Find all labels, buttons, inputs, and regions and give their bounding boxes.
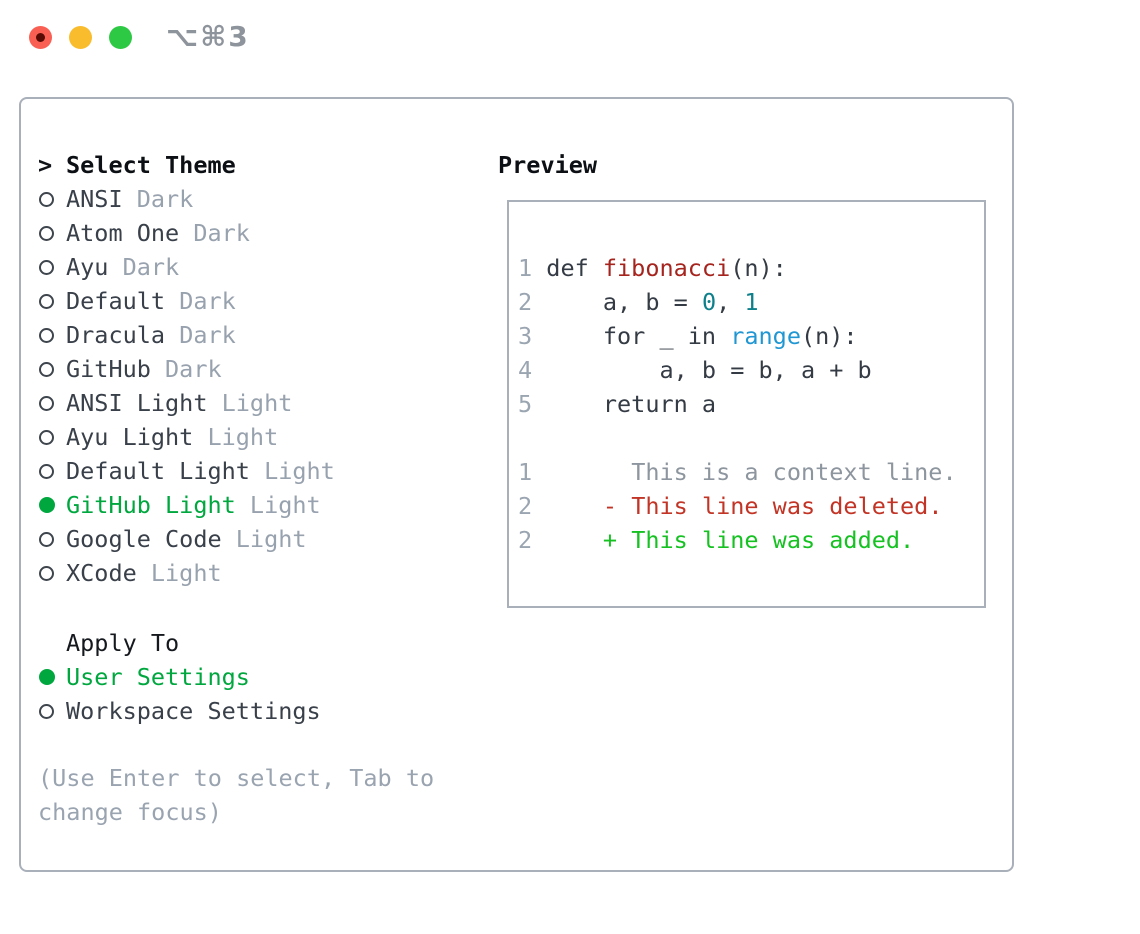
radio-icon (39, 191, 54, 207)
theme-name: ANSI (66, 185, 123, 213)
theme-name: ANSI Light (66, 389, 208, 417)
radio-icon (39, 361, 54, 377)
theme-variant-badge: Dark (179, 321, 236, 349)
code-line: 1 def fibonacci(n): (518, 254, 787, 282)
theme-name: XCode (66, 559, 137, 587)
theme-name: GitHub (66, 355, 151, 383)
theme-option-ayu-light[interactable]: Ayu Light Light (38, 420, 434, 454)
theme-option-default-dark[interactable]: Default Dark (38, 284, 434, 318)
radio-icon (39, 703, 54, 719)
radio-icon (39, 429, 54, 445)
code-line: 1 This is a context line. (518, 458, 957, 486)
theme-option-dracula-dark[interactable]: Dracula Dark (38, 318, 434, 352)
radio-icon (39, 225, 54, 241)
theme-picker-window: > Select Theme ANSI Dark Atom One Dark A… (19, 97, 1014, 872)
theme-option-ansi-dark[interactable]: ANSI Dark (38, 182, 434, 216)
titlebar: ⌥⌘3 (0, 0, 1140, 74)
theme-variant-badge: Light (207, 423, 279, 451)
theme-name: Ayu (66, 253, 109, 281)
theme-name: Default (66, 287, 166, 315)
radio-icon (39, 497, 55, 513)
code-line: 4 a, b = b, a + b (518, 356, 872, 384)
preview-pane: 1 def fibonacci(n): 2 a, b = 0, 1 3 for _ … (507, 200, 986, 608)
theme-variant-badge: Dark (179, 287, 236, 315)
keyboard-hint: (Use Enter to select, Tab to change focu… (38, 764, 435, 826)
code-line: 2 - This line was deleted. (518, 492, 943, 520)
preview-code: 1 def fibonacci(n): 2 a, b = 0, 1 3 for _ … (518, 251, 957, 557)
theme-name: Dracula (66, 321, 166, 349)
theme-name: Google Code (66, 525, 222, 553)
apply-option-label: User Settings (66, 663, 250, 691)
radio-icon (39, 259, 54, 275)
prompt-caret-icon: > (38, 151, 53, 179)
picker-header: > Select Theme (38, 148, 434, 182)
theme-name: GitHub Light (66, 491, 236, 519)
theme-variant-badge: Dark (122, 253, 180, 281)
code-line: 2 + This line was added. (518, 526, 915, 554)
code-line (518, 421, 957, 455)
theme-list: > Select Theme ANSI Dark Atom One Dark A… (38, 148, 434, 829)
close-button[interactable] (29, 26, 52, 49)
code-line: 3 for _ in range(n): (518, 322, 858, 350)
theme-variant-badge: Light (264, 457, 335, 485)
theme-variant-badge: Light (150, 559, 222, 587)
theme-variant-badge: Light (235, 525, 307, 553)
theme-variant-badge: Dark (165, 355, 222, 383)
radio-icon (39, 293, 54, 309)
apply-to-header: Apply To (38, 626, 434, 660)
radio-icon (39, 395, 54, 411)
apply-option-label: Workspace Settings (66, 697, 321, 725)
apply-option-workspace-settings[interactable]: Workspace Settings (38, 694, 434, 728)
radio-icon (39, 531, 54, 547)
code-line: 5 return a (518, 390, 717, 418)
modified-indicator-dot-icon (36, 33, 45, 42)
radio-icon (39, 463, 54, 479)
code-line: 2 a, b = 0, 1 (518, 288, 759, 316)
theme-option-atom-one-dark[interactable]: Atom One Dark (38, 216, 434, 250)
theme-name: Atom One (66, 219, 180, 247)
zoom-button[interactable] (109, 26, 132, 49)
theme-variant-badge: Light (221, 389, 293, 417)
picker-title: Select Theme (66, 151, 236, 179)
theme-name: Default Light (66, 457, 250, 485)
minimize-button[interactable] (69, 26, 92, 49)
theme-variant-badge: Dark (136, 185, 194, 213)
radio-icon (39, 669, 55, 685)
theme-option-google-code-light[interactable]: Google Code Light (38, 522, 434, 556)
apply-to-title: Apply To (66, 629, 180, 657)
radio-icon (39, 565, 54, 581)
theme-option-xcode-light[interactable]: XCode Light (38, 556, 434, 590)
theme-variant-badge: Dark (193, 219, 250, 247)
preview-title: Preview (498, 151, 598, 179)
window-shortcut-label: ⌥⌘3 (166, 20, 250, 53)
radio-icon (39, 327, 54, 343)
section-gap (38, 728, 434, 761)
theme-option-default-light[interactable]: Default Light Light (38, 454, 434, 488)
theme-option-ansi-light[interactable]: ANSI Light Light (38, 386, 434, 420)
section-gap (38, 590, 434, 626)
theme-option-github-light[interactable]: GitHub Light Light (38, 488, 434, 522)
apply-option-user-settings[interactable]: User Settings (38, 660, 434, 694)
theme-name: Ayu Light (66, 423, 194, 451)
theme-option-ayu-dark[interactable]: Ayu Dark (38, 250, 434, 284)
theme-variant-badge: Light (249, 491, 321, 519)
theme-option-github-dark[interactable]: GitHub Dark (38, 352, 434, 386)
